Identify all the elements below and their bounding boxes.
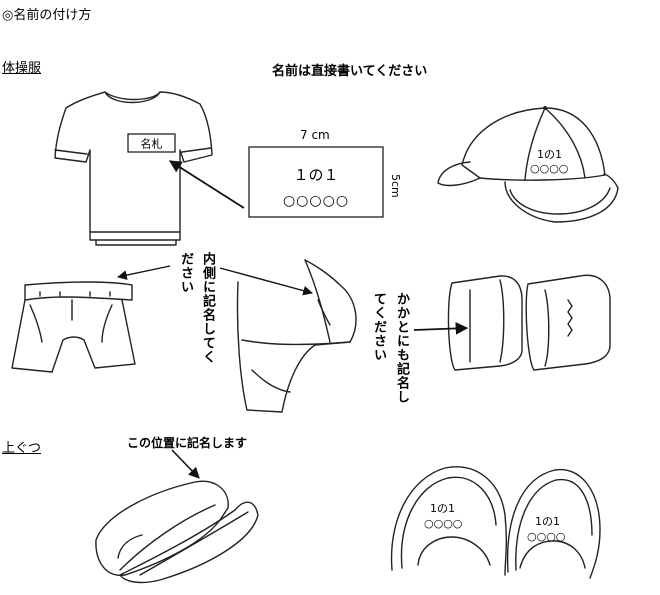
note-shoe-position: この位置に記名します xyxy=(127,436,248,450)
arrow-to-inside xyxy=(219,267,313,296)
shorts-drawing xyxy=(11,281,136,373)
note-inside-label-col2: ださい xyxy=(178,252,193,294)
tshirt-drawing xyxy=(54,91,213,246)
tag-name-text: ○○○○○ xyxy=(283,193,349,209)
arrow-to-heel xyxy=(413,322,469,335)
section-indoor-shoes: 上ぐつ xyxy=(2,441,42,456)
arrow-to-shoe-position xyxy=(171,449,200,479)
shoe-right-class-text: 1の1 xyxy=(535,515,560,528)
hat-class-text: 1の1 xyxy=(537,148,562,161)
name-tag-box xyxy=(127,133,176,153)
indoor-shoes-drawing xyxy=(95,480,259,584)
arrow-tag-to-shirt xyxy=(168,160,245,209)
tag-sample-box xyxy=(248,146,384,218)
shorts-inside-drawing xyxy=(236,259,357,413)
shoe-left-class-text: 1の1 xyxy=(430,502,455,515)
tag-width-label: 7 cm xyxy=(300,128,330,142)
tag-height-label: 5cm xyxy=(389,174,402,198)
hat-name-text: ○○○○ xyxy=(530,162,568,175)
tag-class-text: １の１ xyxy=(293,166,338,184)
hat-drawing xyxy=(437,106,619,223)
section-gym-clothes: 体操服 xyxy=(2,61,42,76)
shoe-right-name-text: ○○○○ xyxy=(527,530,565,543)
shoe-left-name-text: ○○○○ xyxy=(424,517,462,530)
note-heel-label-col1: かかとにも記名し xyxy=(394,292,409,404)
shoes-top-drawing xyxy=(390,466,601,579)
arrow-to-shorts xyxy=(117,265,171,280)
note-inside-label-col1: 内側に記名してく xyxy=(200,252,215,364)
note-write-directly: 名前は直接書いてください xyxy=(272,64,428,79)
note-heel-label-col2: てください xyxy=(371,292,386,362)
heel-shoes-drawing xyxy=(447,274,611,371)
name-tag-label: 名札 xyxy=(141,137,163,151)
page-title: ◎名前の付け方 xyxy=(2,8,92,23)
